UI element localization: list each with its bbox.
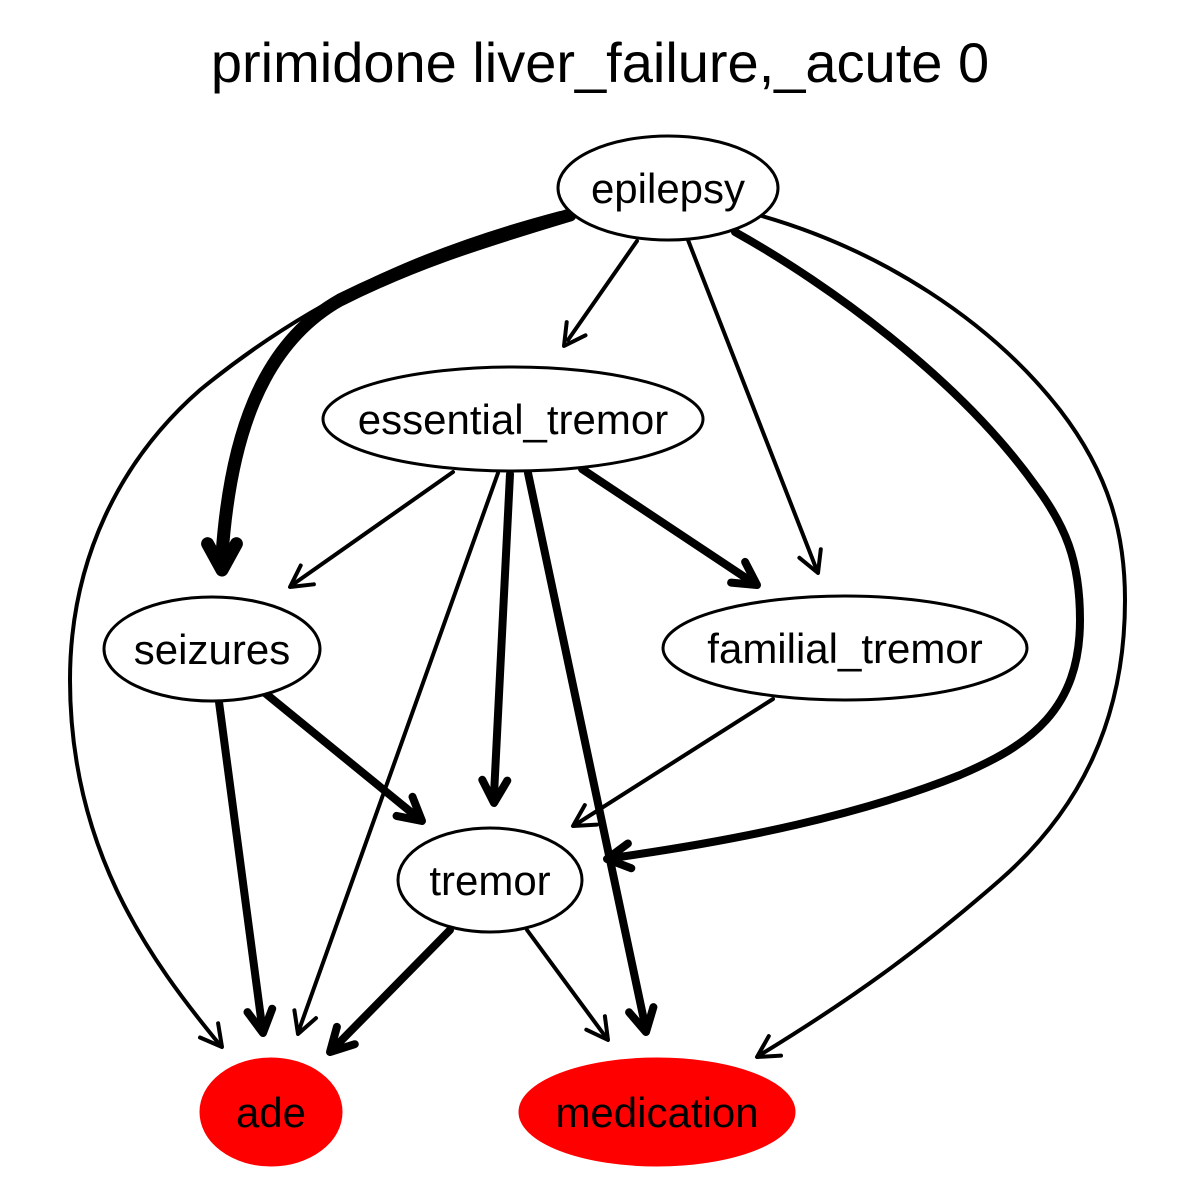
node-label: ade [236,1089,306,1136]
node-epilepsy: epilepsy [556,134,780,242]
edge-epilepsy-to-medication [755,214,1127,1059]
node-label: essential_tremor [358,396,668,443]
edge-seizures-to-ade [215,698,277,1037]
edge-line [578,465,756,586]
edge-line [566,239,639,342]
edge-epilepsy-to-familial_tremor [686,238,823,575]
edge-line [261,689,421,821]
edge-line [576,697,775,825]
node-shape [396,826,584,934]
edge-line [297,471,500,1032]
arrowhead [797,547,823,575]
node-label: epilepsy [591,165,745,212]
edge-essential_tremor-to-seizures [288,470,455,589]
arrowhead [326,1022,359,1056]
edge-line [330,926,454,1052]
graph-title: primidone liver_failure,_acute 0 [211,31,989,94]
edge-essential_tremor-to-tremor [478,470,514,807]
edge-line [215,698,266,1030]
arrowhead [392,792,426,825]
nodes-layer: epilepsy essential_tremor seizures familial… [102,134,1029,1167]
node-shape [518,1057,796,1167]
edge-epilepsy-to-ade [68,211,562,1049]
edge-line [68,211,562,1047]
arrowhead [288,563,316,589]
node-label: tremor [429,857,550,904]
arrowhead [292,1008,318,1036]
node-label: familial_tremor [707,625,982,672]
arrowhead [625,1003,658,1036]
node-label: seizures [134,626,290,673]
arrowhead [478,775,512,807]
edge-line [608,228,1084,862]
edge-essential_tremor-to-ade [292,471,500,1036]
edge-line [490,470,514,799]
node-shape [199,1057,343,1167]
edge-essential_tremor-to-familial_tremor [578,465,761,589]
node-medication: medication [518,1057,796,1167]
arrowhead [562,320,588,348]
node-label: medication [555,1089,758,1136]
edge-line [758,214,1127,1057]
edge-line [525,928,607,1038]
edge-seizures-to-tremor [261,689,426,825]
node-essential_tremor: essential_tremor [321,365,705,473]
edge-line [686,238,818,570]
node-familial_tremor: familial_tremor [661,594,1029,702]
edge-epilepsy-to-seizures [201,208,577,577]
edge-familial_tremor-to-tremor [571,697,775,828]
arrowhead [584,1014,610,1042]
arrowhead [571,803,599,828]
arrowhead [243,1004,277,1037]
node-shape [321,365,705,473]
edge-tremor-to-medication [525,928,610,1042]
node-tremor: tremor [396,826,584,934]
arrowhead [198,1021,224,1049]
arrowhead [755,1034,783,1059]
edge-line [293,470,455,585]
arrowhead [201,537,243,577]
edge-line [215,208,577,562]
node-seizures: seizures [102,595,322,703]
edge-epilepsy-to-essential_tremor [562,239,639,348]
node-shape [102,595,322,703]
node-ade: ade [199,1057,343,1167]
edge-essential_tremor-to-medication [524,469,658,1036]
node-shape [661,594,1029,702]
edge-tremor-to-ade [326,926,454,1056]
node-shape [556,134,780,242]
arrowhead [727,557,761,589]
edge-line [524,469,649,1029]
edges-layer [68,208,1127,1059]
edge-epilepsy-to-tremor [603,228,1084,873]
